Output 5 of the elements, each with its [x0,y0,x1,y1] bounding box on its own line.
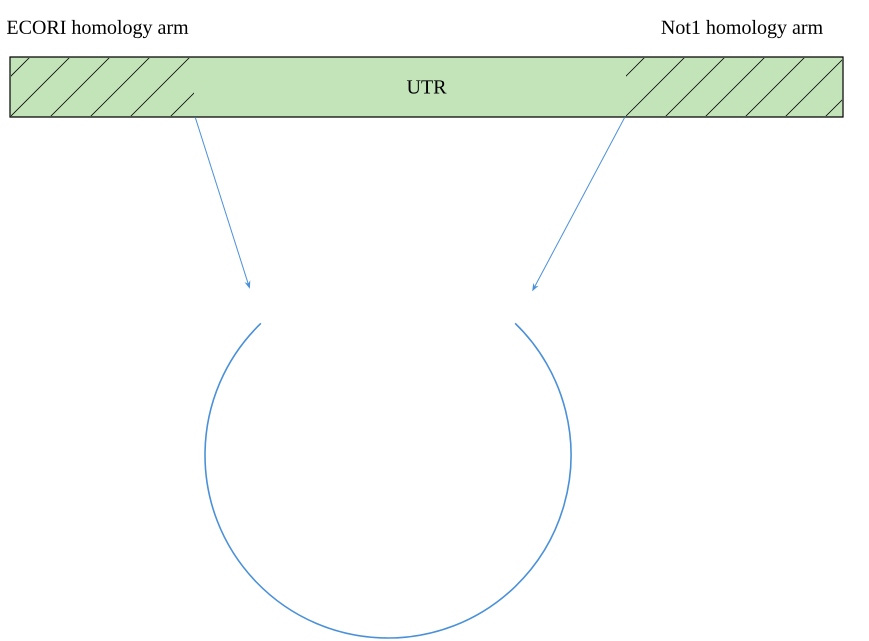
hatched-arm [11,58,194,116]
arm-label: Not1 homology arm [661,20,823,38]
arm-label: ECORI homology arm [6,20,188,38]
sequence-bar: UTR [9,56,844,118]
hatched-arm [626,58,842,116]
